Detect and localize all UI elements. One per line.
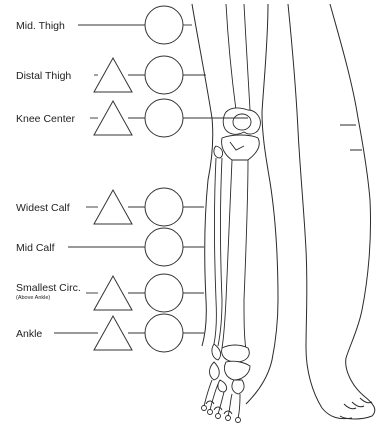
triangle-marker [94, 316, 132, 350]
circle-marker [145, 274, 183, 312]
circle-marker [145, 99, 183, 137]
measurement-row: Widest Calf [16, 188, 204, 226]
measurement-row: Smallest Circ.(Above Ankle) [16, 274, 204, 312]
measurement-row: Ankle [16, 314, 204, 352]
measurement-row: Mid Calf [16, 228, 204, 266]
circle-marker [145, 228, 183, 266]
circle-marker [145, 6, 183, 44]
triangle-marker [94, 190, 132, 224]
triangle-marker [94, 276, 132, 310]
measurement-label: Ankle [16, 328, 42, 340]
measurement-label: Knee Center [16, 113, 75, 125]
measurement-sublabel: (Above Ankle) [16, 295, 50, 301]
circle-marker [145, 314, 183, 352]
measurement-label: Distal Thigh [16, 70, 71, 82]
measurement-label: Widest Calf [16, 202, 70, 214]
measurement-row: Mid. Thigh [16, 6, 192, 44]
measurement-label: Mid. Thigh [16, 20, 65, 32]
measurement-row: Distal Thigh [16, 56, 206, 94]
leg-skeleton [202, 4, 261, 423]
measurement-label: Smallest Circ. [16, 282, 81, 294]
circle-marker [145, 56, 183, 94]
triangle-marker [94, 58, 132, 92]
right-leg-outline [288, 4, 375, 419]
circle-marker [145, 188, 183, 226]
triangle-marker [94, 101, 132, 135]
left-leg-outline [192, 4, 278, 404]
measurement-label: Mid Calf [16, 242, 55, 254]
